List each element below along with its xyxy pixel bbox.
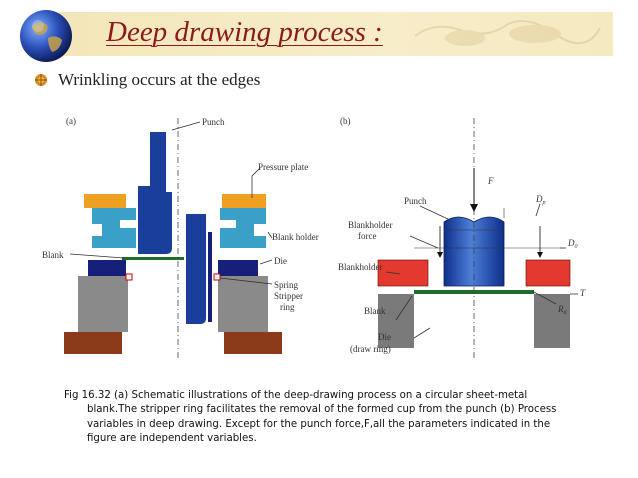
callout-die-b-1: Die — [378, 332, 391, 342]
caption-line-3: variables in deep drawing. Except for th… — [87, 418, 551, 430]
deep-drawing-figure: (a) — [42, 116, 586, 358]
callout-blankholder: Blankholder — [338, 262, 383, 272]
base-plate-right — [224, 332, 282, 354]
callout-pressure-plate: Pressure plate — [258, 162, 308, 172]
callout-dp: Dp — [535, 194, 546, 206]
callout-d0: D0 — [567, 238, 578, 250]
title-band — [58, 12, 613, 56]
callout-spring-1: Spring — [274, 280, 299, 290]
die-body-right — [218, 276, 268, 332]
punch-right — [186, 214, 206, 324]
callout-blankholder-force-1: Blankholder — [348, 220, 393, 230]
stripper-ring-right — [213, 273, 221, 281]
blank-holder-right — [220, 208, 266, 248]
die-left-b — [378, 294, 414, 348]
die-right-b — [534, 294, 570, 348]
panel-a-label: (a) — [66, 116, 76, 126]
callout-die-b-2: (draw ring) — [350, 344, 391, 354]
die-left — [88, 260, 126, 276]
callout-spring-2: Stripper — [274, 291, 303, 301]
bullet-item: Wrinkling occurs at the edges — [34, 70, 260, 90]
caption-line-2: blank.The stripper ring facilitates the … — [87, 404, 557, 416]
die-body-left — [78, 276, 128, 332]
panel-b-label: (b) — [340, 116, 351, 126]
callout-blank-a: Blank — [42, 250, 64, 260]
blankholder-right-b — [525, 259, 571, 287]
blank-sheet — [122, 257, 184, 260]
callout-spring-3: ring — [280, 302, 295, 312]
caption-line-4: figure are independent variables. — [87, 433, 257, 445]
force-arrowhead — [470, 204, 478, 212]
punch-left — [138, 132, 172, 254]
bullet-text: Wrinkling occurs at the edges — [58, 70, 261, 89]
blank-holder-left — [92, 208, 136, 248]
base-plate-left — [64, 332, 122, 354]
callout-die: Die — [274, 256, 287, 266]
callout-rd: Rd — [557, 304, 568, 316]
panel-b: (b) — [338, 116, 586, 358]
stripper-ring-left — [125, 273, 133, 281]
bullet-icon — [35, 74, 47, 86]
callout-blankholder-force-2: force — [358, 231, 376, 241]
globe-icon — [20, 10, 72, 62]
formed-cup-wall — [208, 232, 212, 322]
callout-blank-b: Blank — [364, 306, 386, 316]
callout-thickness: T — [580, 288, 586, 298]
callout-force: F — [487, 176, 494, 186]
figure-caption: Fig 16.32 (a) Schematic illustrations of… — [64, 389, 604, 447]
die-right — [218, 260, 258, 276]
world-map-watermark-icon — [414, 20, 601, 46]
blankholder-left-b — [377, 259, 429, 287]
callout-punch-a: Punch — [202, 117, 225, 127]
caption-line-1: Fig 16.32 (a) Schematic illustrations of… — [64, 390, 528, 401]
pressure-plate-left — [84, 194, 126, 208]
pressure-plate-right — [222, 194, 266, 208]
panel-a: (a) — [42, 116, 319, 358]
slide-title: Deep drawing process : — [106, 16, 383, 48]
callout-blank-holder: Blank holder — [272, 232, 319, 242]
callout-punch-b: Punch — [404, 196, 427, 206]
